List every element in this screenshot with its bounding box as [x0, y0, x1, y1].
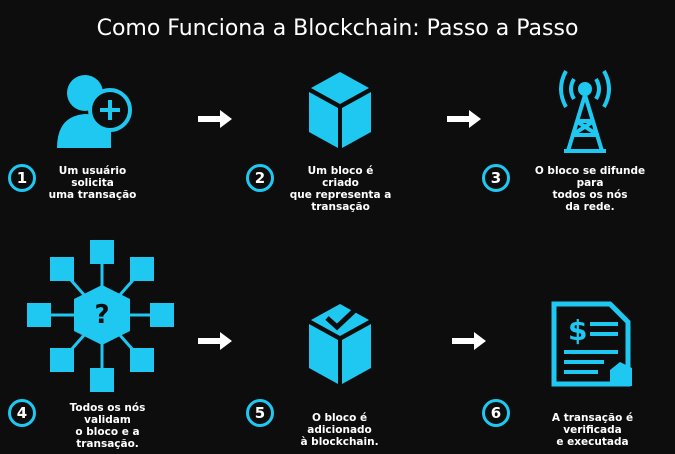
arrow-right-icon — [198, 332, 232, 350]
step-number-5: 5 — [246, 399, 274, 427]
page-title: Como Funciona a Blockchain: Passo a Pass… — [96, 16, 579, 41]
arrow-right-icon — [452, 332, 486, 350]
user-add-icon — [57, 75, 132, 148]
step-label-6: A transação é verificada e executada — [551, 412, 634, 448]
step-number-1: 1 — [8, 164, 36, 192]
arrow-right-icon — [447, 110, 481, 128]
step-label-1: Um usuário solicita uma transação — [48, 165, 137, 201]
network-cubes-icon: ? — [27, 240, 174, 392]
step-number-2: 2 — [246, 164, 274, 192]
step-number-6: 6 — [482, 399, 510, 427]
step-number-3: 3 — [482, 164, 510, 192]
arrow-right-icon — [198, 110, 232, 128]
svg-text:$: $ — [568, 314, 587, 347]
invoice-check-icon: $ — [551, 301, 632, 387]
step-label-3: O bloco se difunde para todos os nós da … — [534, 165, 646, 213]
svg-text:?: ? — [94, 300, 109, 330]
step-number-4: 4 — [8, 399, 36, 427]
cube-check-icon — [309, 304, 371, 384]
step-label-5: O bloco é adicionado à blockchain. — [300, 412, 379, 448]
antenna-tower-icon — [559, 70, 611, 153]
step-label-2: Um bloco é criado que representa a trans… — [289, 165, 392, 213]
cube-icon — [309, 72, 371, 148]
step-label-4: Todos os nós validam o bloco e a transaç… — [69, 402, 146, 450]
